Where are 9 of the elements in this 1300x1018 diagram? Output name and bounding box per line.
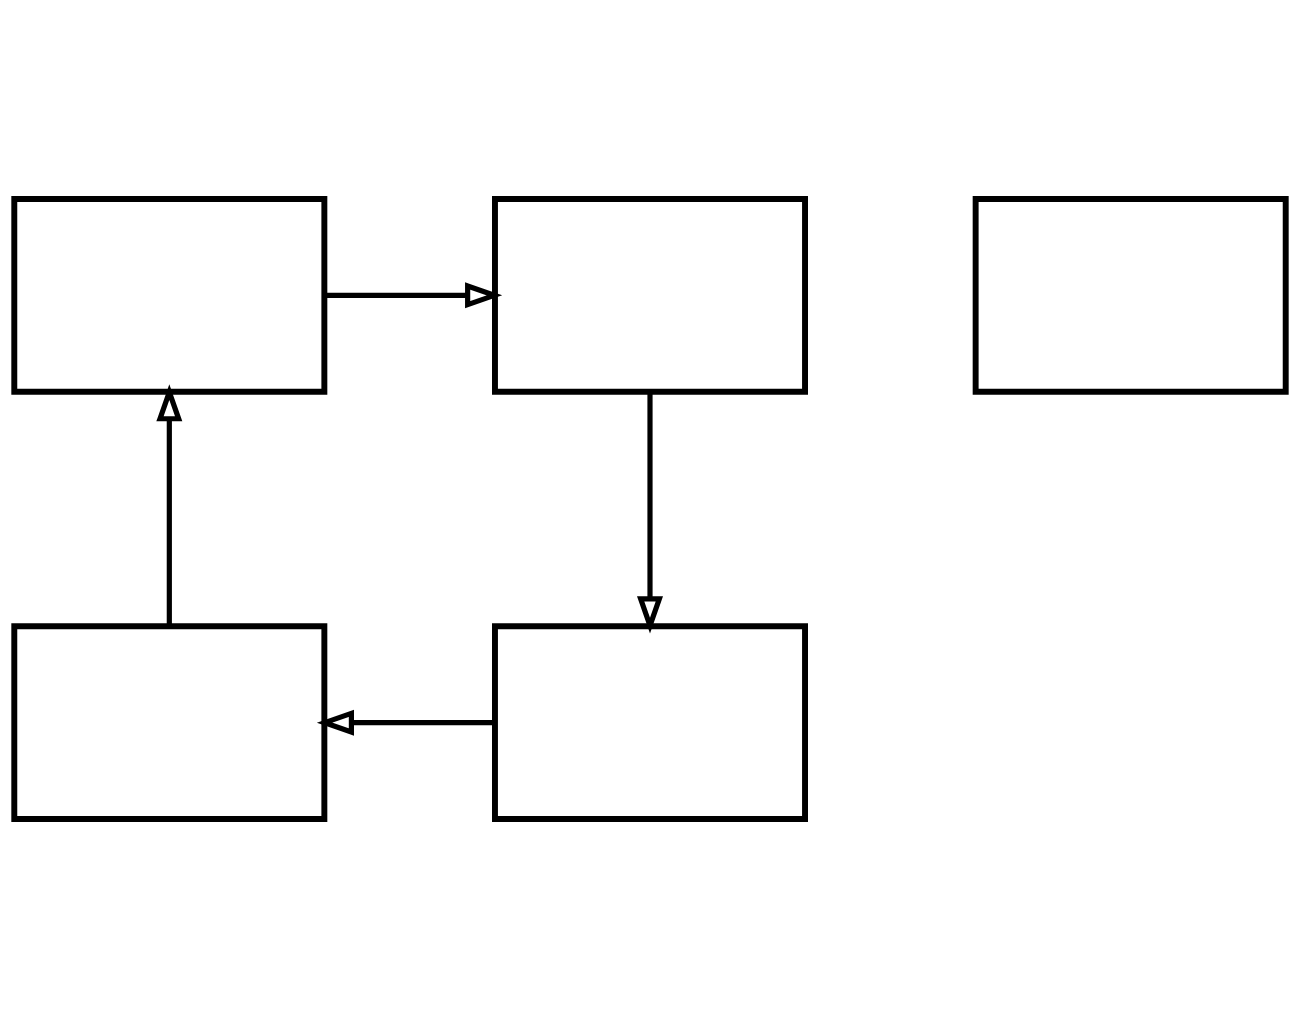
node-box (11, 623, 328, 823)
arrow (316, 709, 495, 736)
node-box (972, 195, 1289, 395)
arrow (324, 282, 503, 309)
node-box (492, 623, 808, 823)
node-box (11, 195, 328, 395)
node-box (492, 195, 808, 395)
arrow (156, 384, 183, 626)
arrow (637, 392, 663, 634)
